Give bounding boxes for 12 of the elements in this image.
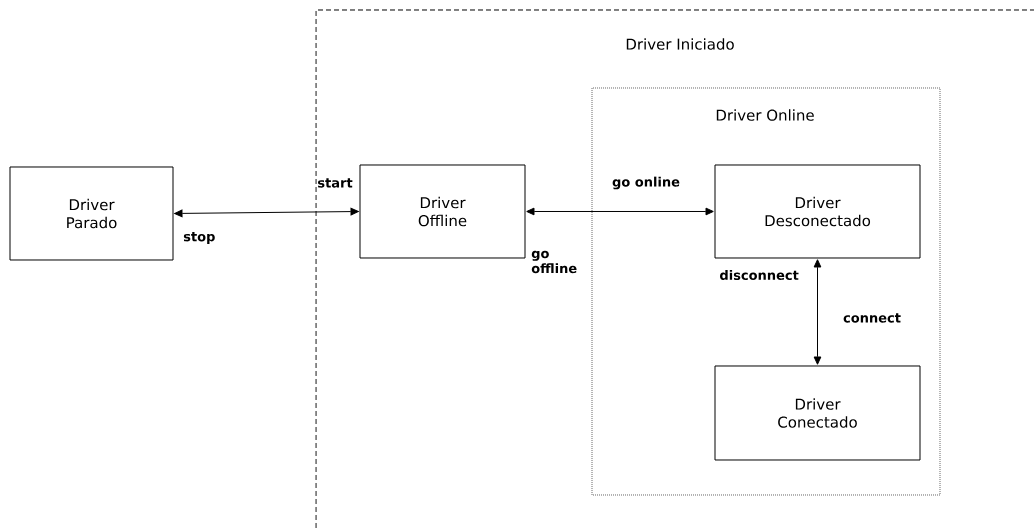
arrow [526,207,714,216]
edge-label: go online [612,176,680,190]
transition-label: disconnect [720,269,799,281]
arrow [813,259,822,365]
state-box: Driver Parado [9,166,174,261]
state-box: Driver Desconectado [714,164,921,259]
arrow [174,207,359,218]
edge-label: connect [843,313,901,323]
transition-label: go offline [531,250,577,274]
edge-label: start [318,178,353,188]
state-box: Driver Offline [359,164,526,259]
state-box: Driver Conectado [714,365,921,461]
